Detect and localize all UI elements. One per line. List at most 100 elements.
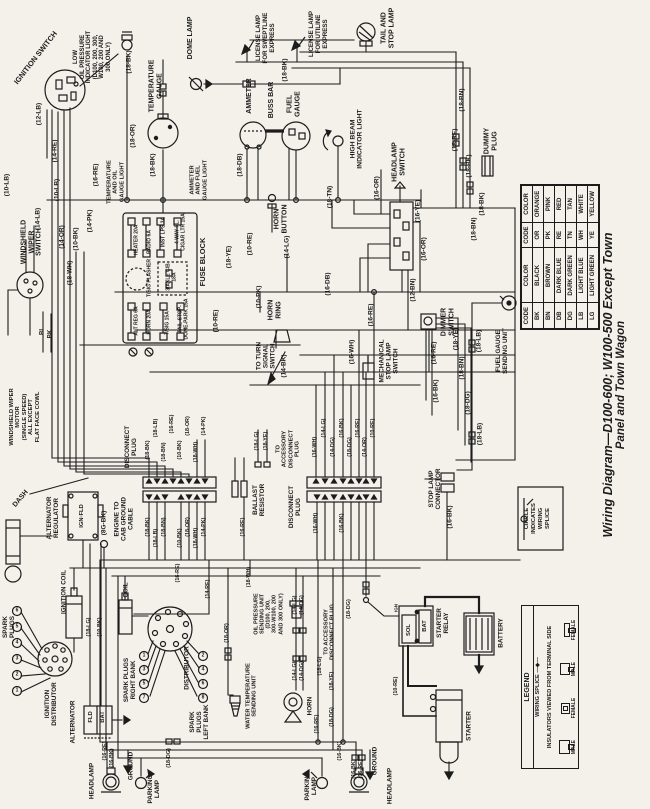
component-label: 6 [15,607,19,614]
disconnect-plug-bar [306,476,382,503]
component-label: 3/AXLE C/B 18A [165,263,178,291]
ammeter-label: AMMETER [246,78,254,114]
stop-lamp-connector-label: STOP LAMP CONNECTOR [427,468,442,510]
spark-plugs-v8 [138,650,209,704]
wire-code-label: (16-OR) [420,237,428,261]
wire-code-label: (16-RE) [175,563,182,583]
wire-code-label: (14-LG) [321,418,328,438]
component-label: 5 [142,680,146,687]
color-code-header-row: CODE COLOR CODE COLOR [521,185,533,329]
wire-code-label: (16-WH) [348,339,356,365]
color-code-cell: BK [532,302,544,329]
parking-lamp-label: PARKING LAMP [303,771,318,801]
distributor-v8 [147,606,193,652]
wire-code-label: (14-PK) [201,416,208,436]
component-label: HEATER 20A [133,224,140,256]
color-code-cell: WH [576,222,588,248]
headlamp-right [349,767,369,793]
wiring-harness [7,39,521,777]
license-lamp-utiline-label: LICENSE LAMP FOR UTILINE EXPRESS [307,10,329,58]
ignition-distributor-6cyl [37,641,73,677]
oil-pressure-indicator-lamp [121,31,133,51]
color-code-cell: LB [576,302,588,329]
temp-oil-gauge-light-label: TEMPERATURE AND OIL GAUGE LIGHT [106,160,126,204]
legend-item: MALE [559,740,577,754]
dome-lamp [188,76,214,92]
wire-code-label: (10-RE) [212,309,220,333]
license-lamp-sweptline-arrow [240,39,255,56]
component-label: HORN 20A [146,309,153,335]
wire-code-label: (18-OR) [185,517,192,537]
wire-code-label: (14-DG) [299,661,306,681]
dash-label: DASH [11,488,30,509]
legend-item: FEMALE [561,698,577,718]
ignition-distributor-label: IGNITION DISTRIBUTOR [43,682,58,726]
fuel-gauge [281,121,311,151]
buss-bar-label: BUSS BAR [268,81,276,119]
color-code-cell: BROWN [543,247,555,303]
wire-code-label: (10-LB) [53,178,61,202]
ignition-switch-label: IGNITION SWITCH [11,29,60,86]
ignition-coil [65,587,83,639]
legend-title: LEGEND [522,606,534,768]
wire-code-label: (18-BK) [145,517,152,537]
spark-plugs-6cyl [11,605,23,697]
wire-code-label: (12-BN) [409,278,417,302]
wire-code-label: (10-BK) [97,617,104,637]
wire-code-label: (18-LG) [254,431,261,451]
starter [429,689,463,781]
male-connector-icon [560,663,570,676]
wire-code-label: (16-RE) [367,303,375,327]
legend-box: LEGEND WIRING SPLICE —◆— INSULATORS VIEW… [521,605,579,769]
wire-code-label: (18-LG) [86,617,93,637]
ground-right [364,771,376,781]
component-label: 1 [142,652,146,659]
ground-left [122,765,134,775]
color-code-cell: ORANGE [532,185,544,223]
alternator-label: ALTERNATOR [69,700,77,744]
engine-ground [99,539,109,549]
wire-code-label: (16-RE) [92,163,100,187]
component-label: 3 [15,655,19,662]
wire-code-label: (10-PK) [255,285,263,309]
color-code-cell: DARK GREEN [565,247,577,303]
color-code-cell: PK [543,222,555,248]
wire-code-label: (14-PK) [86,209,94,233]
splice-note-text: CIRCLE INDICATES WIRING SPLICE [524,503,551,534]
wire-code-label: (18-BN) [161,442,168,462]
mechanical-stop-lamp-switch [362,356,375,380]
headlamp-switch-label: HEADLAMP SWITCH [391,142,406,182]
male-connector-icon [559,740,570,755]
wire-code-label: (10-LB) [3,173,11,197]
ballast-resistor [231,480,248,498]
wire-code-label: (14-OR) [58,225,66,249]
parking-lamp-label: PARKING LAMP [146,774,161,804]
wire-code-label: (18-WH) [66,260,74,286]
parking-lamp-right [301,768,329,790]
stop-lamp-connector [440,472,455,493]
disconnect-plug-label: DISCONNECT PLUG [287,485,302,529]
component-label: T/SIG 15A [164,311,171,335]
diagram-title-line1: Wiring Diagram—D100-600; W100-500 Except… [601,232,615,538]
color-code-cell: RED [554,185,566,223]
color-code-cell: DB [554,302,566,329]
color-code-cell: DG [565,302,577,329]
wire-code-label: (18-BK) [149,153,157,177]
wire-code-label: (18-BK) [281,58,289,82]
ground-label: GROUND [371,746,379,776]
windshield-wiper-switch [16,271,44,299]
color-code-cell: RE [554,222,566,248]
disconnect-plug-bar [142,476,217,503]
splice-note-wrap: CIRCLE INDICATES WIRING SPLICE [524,487,563,550]
component-label: 4 [15,639,19,646]
color-code-cell: TN [565,222,577,248]
accessory-plug-label: TO ACCESSORY DISCONNECT PLUG [275,429,301,469]
oil-pressure-light-label: LOW OIL PRESSURE INDICATOR LIGHT (D100, … [73,30,113,84]
legend-item: MALE [560,662,577,676]
wire-code-label: (18-YE) [452,327,460,351]
wire-code-label: (10-BK) [177,440,184,460]
